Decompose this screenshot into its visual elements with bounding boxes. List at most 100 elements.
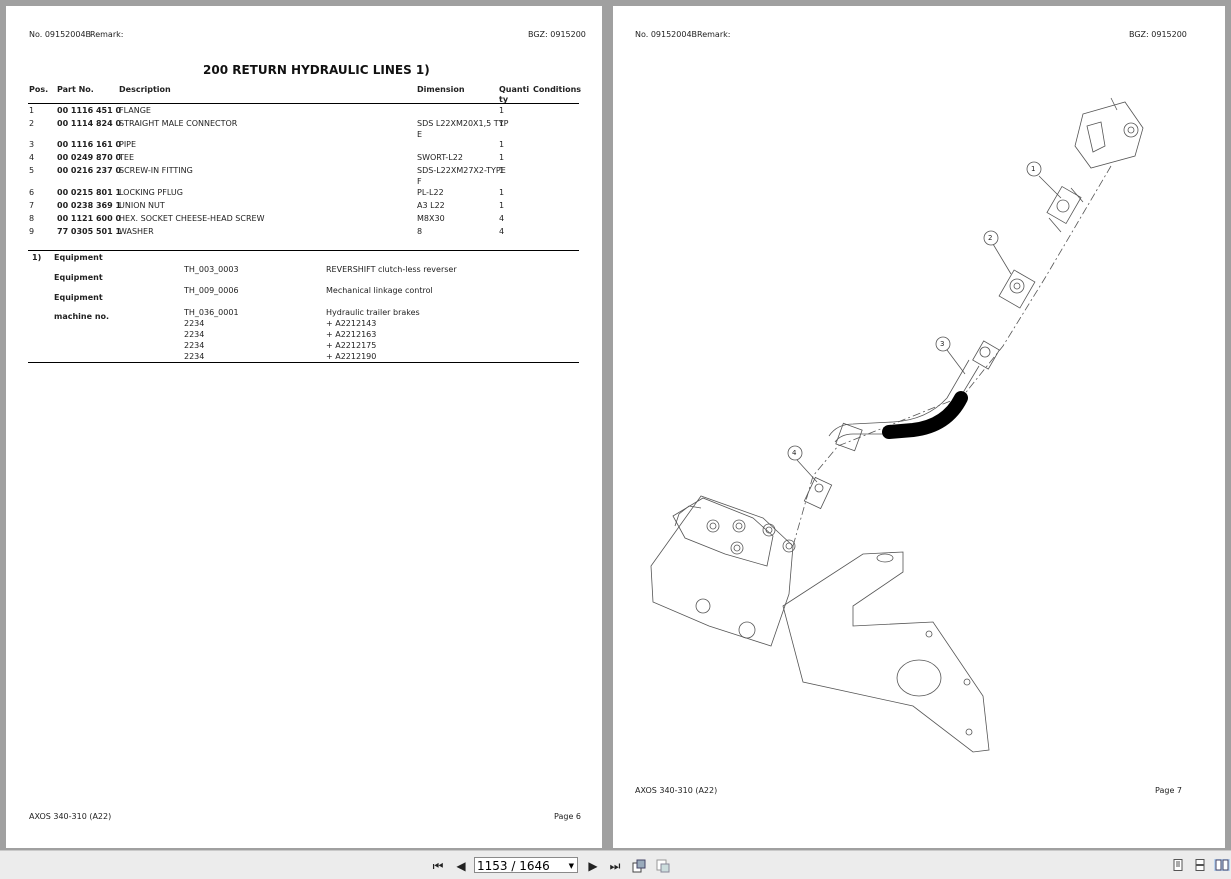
bgz-label: BGZ: 0915200 [528, 30, 586, 39]
row-qty: 1 [499, 201, 505, 210]
row-dimension: M8X30 [417, 214, 445, 223]
union-nut [972, 340, 1000, 370]
row-pos: 5 [29, 166, 35, 175]
row-part-no: 77 0305 501 1 [57, 227, 122, 236]
callout-label-3: 3 [940, 340, 945, 348]
machine-code: 2234 [184, 352, 205, 361]
callout-label-1: 1 [1031, 165, 1036, 173]
row-description: UNION NUT [119, 201, 165, 210]
page-number-field[interactable]: 1153 / 1646 ▼ [474, 857, 578, 873]
row-part-no: 00 0249 870 0 [57, 153, 122, 162]
machine-code: 2234 [184, 319, 205, 328]
bgz-label: BGZ: 0915200 [1129, 30, 1187, 39]
row-pos: 4 [29, 153, 35, 162]
row-dimension: SDS-L22XM27X2-TYPE [417, 166, 506, 175]
callout-1 [1026, 161, 1042, 177]
next-page-icon[interactable]: ▶ [588, 859, 598, 873]
col-conditions: Conditions [533, 85, 582, 94]
right-page: No. 09152004B Remark: BGZ: 0915200 [613, 6, 1225, 848]
page-indicator: 1153 / 1646 [477, 859, 550, 873]
row-description: STRAIGHT MALE CONNECTOR [119, 119, 238, 128]
pipe-end-nut [835, 422, 863, 452]
prev-page-icon[interactable]: ◀ [456, 859, 466, 873]
left-page: No. 09152004B Remark: BGZ: 0915200 200 R… [6, 6, 602, 848]
row-qty: 1 [499, 166, 505, 175]
row-qty: 4 [499, 214, 505, 223]
callout-label-4: 4 [792, 449, 797, 457]
footer-model: AXOS 340-310 (A22) [29, 812, 112, 821]
rotate-page-icon[interactable] [632, 859, 646, 873]
footnote-text: Mechanical linkage control [326, 286, 433, 295]
machine-value: + A2212163 [326, 330, 377, 339]
doc-number: No. 09152004B [635, 30, 698, 39]
row-dimension: SWORT-L22 [417, 153, 463, 162]
footer-page-number: Page 6 [554, 812, 581, 821]
flange-part [1074, 101, 1144, 169]
row-pos: 1 [29, 106, 35, 115]
machine-value: + A2212190 [326, 352, 377, 361]
row-pos: 7 [29, 201, 35, 210]
row-pos: 3 [29, 140, 35, 149]
mounting-bracket [782, 551, 990, 753]
doc-number: No. 09152004B [29, 30, 92, 39]
footnote-code: TH_009_0006 [184, 286, 239, 295]
callout-4 [787, 445, 803, 461]
footnote-text: Hydraulic trailer brakes [326, 308, 420, 317]
footnote-label: Equipment [54, 273, 103, 282]
row-pos: 6 [29, 188, 35, 197]
first-page-icon[interactable]: ⏮ [432, 859, 444, 873]
callout-label-2: 2 [988, 234, 993, 242]
row-dimension: SDS L22XM20X1,5 TYP [417, 119, 509, 128]
col-description: Description [119, 85, 171, 94]
screw-in-fitting [803, 476, 833, 510]
row-part-no: 00 1116 161 0 [57, 140, 122, 149]
row-description: TEE [119, 153, 134, 162]
chevron-down-icon[interactable]: ▼ [568, 862, 574, 870]
machine-code: 2234 [184, 341, 205, 350]
footnote-top-rule [28, 250, 579, 251]
row-qty: 1 [499, 106, 505, 115]
single-page-view-icon[interactable] [1172, 859, 1184, 871]
navigation-toolbar: ⏮ ◀ 1153 / 1646 ▼ ▶ ⏭ [0, 850, 1231, 879]
row-description: WASHER [119, 227, 154, 236]
footnote-code: TH_003_0003 [184, 265, 239, 274]
remark-label: Remark: [90, 30, 124, 39]
tee-part [998, 269, 1036, 309]
machine-code: 2234 [184, 330, 205, 339]
callout-3 [935, 336, 951, 352]
row-part-no: 00 0215 801 1 [57, 188, 122, 197]
row-dimension-wrap: F [417, 177, 422, 186]
valve-block [650, 495, 794, 647]
two-page-view-icon[interactable] [1214, 859, 1230, 871]
continuous-view-icon[interactable] [1194, 859, 1206, 871]
last-page-icon[interactable]: ⏭ [609, 859, 621, 873]
col-dimension: Dimension [417, 85, 465, 94]
footnote-text: REVERSHIFT clutch-less reverser [326, 265, 457, 274]
exploded-parts-drawing [650, 97, 1144, 753]
col-pos: Pos. [29, 85, 49, 94]
footnote-label: Equipment [54, 293, 103, 302]
col-quantity: Quanti ty [499, 85, 530, 104]
row-pos: 9 [29, 227, 35, 236]
footer-model: AXOS 340-310 (A22) [635, 786, 718, 795]
row-part-no: 00 1121 600 0 [57, 214, 122, 223]
fit-page-icon[interactable] [656, 859, 670, 873]
footnote-code: TH_036_0001 [184, 308, 239, 317]
table-header-rule [28, 103, 579, 104]
footnote-label: Equipment [54, 253, 103, 262]
row-dimension: 8 [417, 227, 423, 236]
page-title: 200 RETURN HYDRAULIC LINES 1) [203, 63, 430, 77]
remark-label: Remark: [697, 30, 731, 39]
row-qty: 1 [499, 153, 505, 162]
footer-page-number: Page 7 [1155, 786, 1182, 795]
footnote-label: machine no. [54, 312, 110, 321]
machine-value: + A2212143 [326, 319, 377, 328]
row-qty: 1 [499, 188, 505, 197]
row-pos: 8 [29, 214, 35, 223]
straight-male-connector [1046, 185, 1082, 225]
row-part-no: 00 0238 369 1 [57, 201, 122, 210]
row-part-no: 00 1114 824 0 [57, 119, 122, 128]
row-description: SCREW-IN FITTING [119, 166, 193, 175]
row-description: HEX. SOCKET CHEESE-HEAD SCREW [119, 214, 265, 223]
row-dimension: A3 L22 [417, 201, 445, 210]
